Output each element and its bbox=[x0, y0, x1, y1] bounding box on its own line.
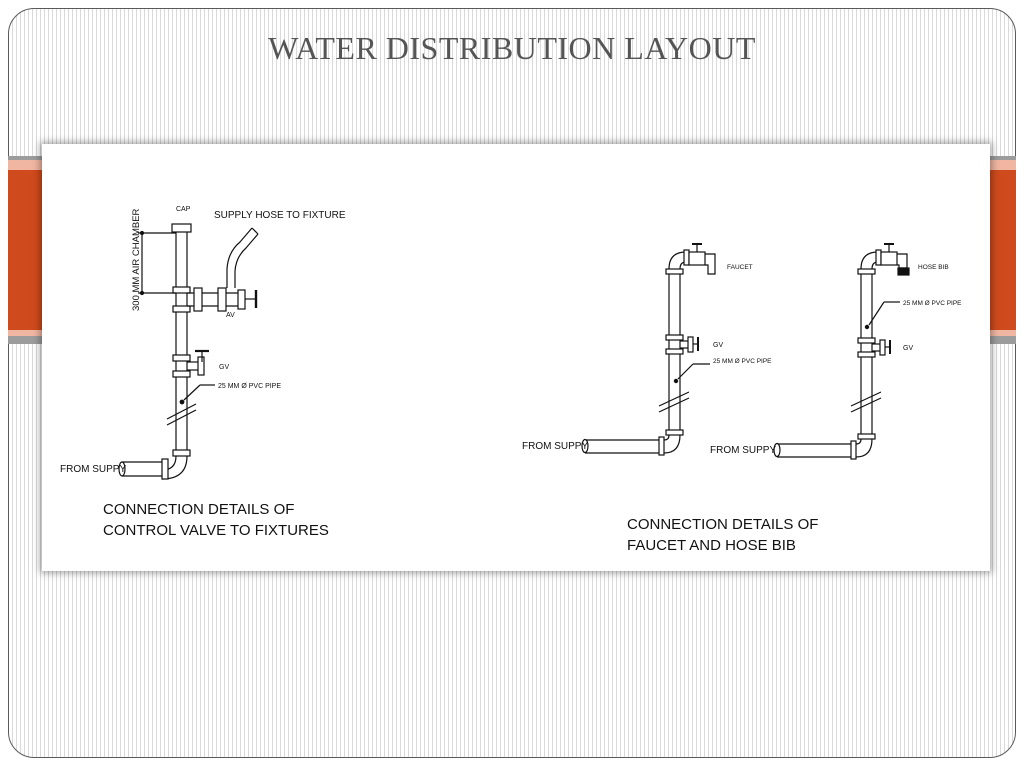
slide-title: WATER DISTRIBUTION LAYOUT bbox=[268, 30, 756, 66]
control-valve-detail bbox=[118, 223, 259, 480]
right-band-gray-bottom bbox=[988, 336, 1016, 344]
gv-label-hose-bib: GV bbox=[903, 345, 913, 352]
from-supply-label-left: FROM SUPPY bbox=[60, 464, 126, 475]
from-supply-label-hose-bib: FROM SUPPY bbox=[710, 445, 776, 456]
drawing-card: CAP SUPPLY HOSE TO FIXTURE 300 MM AIR CH… bbox=[42, 144, 990, 571]
gv-label-faucet: GV bbox=[713, 342, 723, 349]
faucet-label: FAUCET bbox=[727, 264, 753, 271]
caption-control-valve: CONNECTION DETAILS OF CONTROL VALVE TO F… bbox=[103, 499, 329, 541]
left-band-salmon-top bbox=[8, 160, 44, 172]
left-band-gray-top bbox=[8, 156, 44, 162]
right-band-salmon-top bbox=[988, 160, 1016, 172]
av-label: AV bbox=[226, 312, 235, 319]
gv-label-left: GV bbox=[219, 364, 229, 371]
pipe-label-faucet: 25 MM Ø PVC PIPE bbox=[713, 358, 772, 365]
hose-bib-detail bbox=[773, 243, 910, 460]
right-band-salmon-bottom bbox=[988, 330, 1016, 336]
hose-bib-label: HOSE BIB bbox=[918, 264, 949, 271]
right-band-gray-top bbox=[988, 156, 1016, 162]
caption-control-valve-line1: CONNECTION DETAILS OF bbox=[103, 501, 295, 518]
pipe-label-hose-bib: 25 MM Ø PVC PIPE bbox=[903, 300, 962, 307]
from-supply-label-faucet: FROM SUPPY bbox=[522, 441, 588, 452]
plumbing-drawing: CAP SUPPLY HOSE TO FIXTURE 300 MM AIR CH… bbox=[60, 206, 962, 480]
supply-hose-label: SUPPLY HOSE TO FIXTURE bbox=[214, 210, 346, 221]
left-band-gray-bottom bbox=[8, 336, 44, 344]
caption-faucet-hose-bib-line2: FAUCET AND HOSE BIB bbox=[627, 537, 796, 554]
left-band-orange bbox=[8, 170, 44, 330]
faucet-detail bbox=[581, 243, 716, 456]
right-band-orange bbox=[988, 170, 1016, 330]
cap-label: CAP bbox=[176, 206, 191, 213]
caption-faucet-hose-bib-line1: CONNECTION DETAILS OF bbox=[627, 516, 819, 533]
pipe-label-left: 25 MM Ø PVC PIPE bbox=[218, 383, 281, 390]
cap-fitting bbox=[171, 223, 192, 233]
caption-control-valve-line2: CONTROL VALVE TO FIXTURES bbox=[103, 522, 329, 539]
left-band-salmon-bottom bbox=[8, 330, 44, 336]
air-chamber-label: 300 MM AIR CHAMBER bbox=[131, 208, 142, 311]
caption-faucet-hose-bib: CONNECTION DETAILS OF FAUCET AND HOSE BI… bbox=[627, 514, 818, 556]
